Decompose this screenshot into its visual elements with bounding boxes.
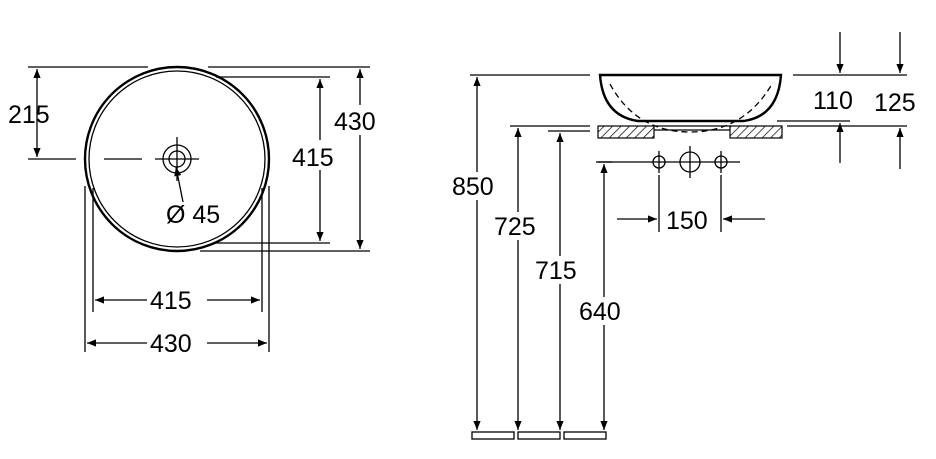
dim-715-label: 715 — [535, 257, 577, 285]
dim-430-horizontal-label: 430 — [150, 330, 192, 358]
dim-125-label: 125 — [874, 89, 916, 117]
floor-block-2 — [517, 431, 561, 440]
plan-view: Ø 45 215 415 430 415 430 — [8, 65, 386, 358]
water-connection-icons — [598, 146, 740, 178]
counter-right — [729, 125, 783, 139]
bowl-outline — [598, 73, 783, 123]
dim-150-label: 150 — [666, 207, 708, 235]
dim-215-label: 215 — [8, 101, 50, 129]
dim-430-vertical-label: 430 — [334, 108, 376, 136]
dim-640-label: 640 — [579, 298, 621, 326]
basin-outer-circle — [83, 65, 271, 253]
dim-415-vertical-label: 415 — [292, 144, 334, 172]
dim-drain-label: Ø 45 — [166, 201, 220, 229]
dim-850-label: 850 — [452, 173, 494, 201]
counter-left — [597, 125, 655, 139]
drain-icon — [104, 137, 199, 181]
dim-110-label: 110 — [813, 87, 853, 115]
dim-725-label: 725 — [494, 213, 536, 241]
side-view: 150 110 125 850 725 715 64 — [450, 32, 928, 440]
dim-415-horizontal-label: 415 — [150, 287, 192, 315]
floor-block-3 — [563, 431, 607, 440]
floor-block-1 — [471, 431, 515, 440]
basin-inner-circle — [88, 70, 266, 248]
drain-leader — [174, 166, 184, 203]
bowl-inner-dashed — [609, 83, 773, 133]
